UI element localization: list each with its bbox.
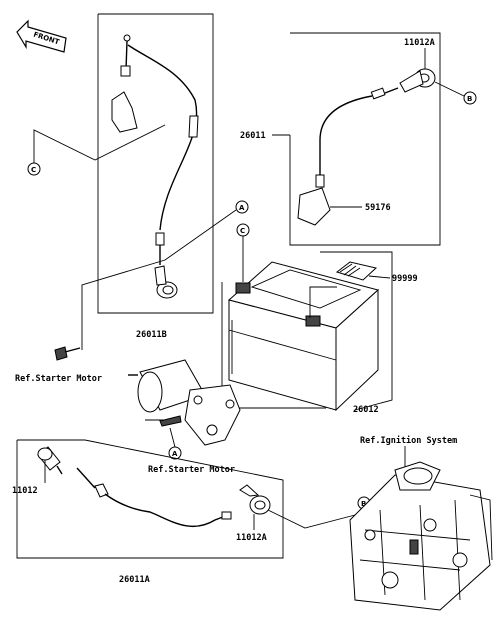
leader-26011-terminal [309, 286, 337, 318]
callout-a-upper [235, 200, 249, 214]
starter-motor-drawing [128, 359, 241, 446]
callout-a-upper-text: A [239, 204, 245, 212]
bracket-26011b [97, 13, 214, 314]
label-26011b: 26011B [136, 330, 167, 340]
engine-case-drawing [349, 461, 493, 611]
callout-b-upper-text: B [467, 95, 472, 103]
label-11012a-top: 11012A [404, 38, 435, 48]
cable-26011b [111, 34, 199, 299]
label-26011: 26011 [240, 131, 266, 141]
label-26011a: 26011A [119, 575, 150, 585]
bracket-26012-right [320, 251, 393, 411]
label-11012a-bottom: 11012A [236, 533, 267, 543]
callout-c-left-text: C [31, 166, 36, 174]
label-26012: 26012 [353, 405, 379, 415]
label-11012: 11012 [12, 486, 38, 496]
bracket-26011a [16, 439, 284, 559]
bolt-starter-left-icon [54, 346, 81, 361]
label-ref-starter-motor-left: Ref.Starter Motor [15, 374, 102, 384]
label-59176: 59176 [365, 203, 391, 213]
cable-26011 [297, 68, 436, 226]
callout-c-battery-text: C [240, 227, 245, 235]
callout-b-lower-text: B [361, 500, 366, 508]
callout-a-lower-text: A [172, 450, 178, 458]
leader-c-left [33, 124, 166, 163]
front-arrow-icon: FRONT [16, 19, 67, 53]
leader-a-upper [81, 209, 237, 350]
leader-11012a-bottom [267, 509, 356, 529]
battery-label-99999 [335, 261, 378, 281]
label-ref-ignition-system: Ref.Ignition System [360, 435, 457, 446]
cable-26011a [37, 446, 271, 528]
label-99999: 99999 [392, 274, 418, 284]
callout-b-upper [463, 91, 477, 105]
label-ref-starter-motor-center: Ref.Starter Motor [148, 465, 235, 475]
bracket-26011 [289, 32, 441, 246]
battery-drawing [227, 261, 380, 412]
